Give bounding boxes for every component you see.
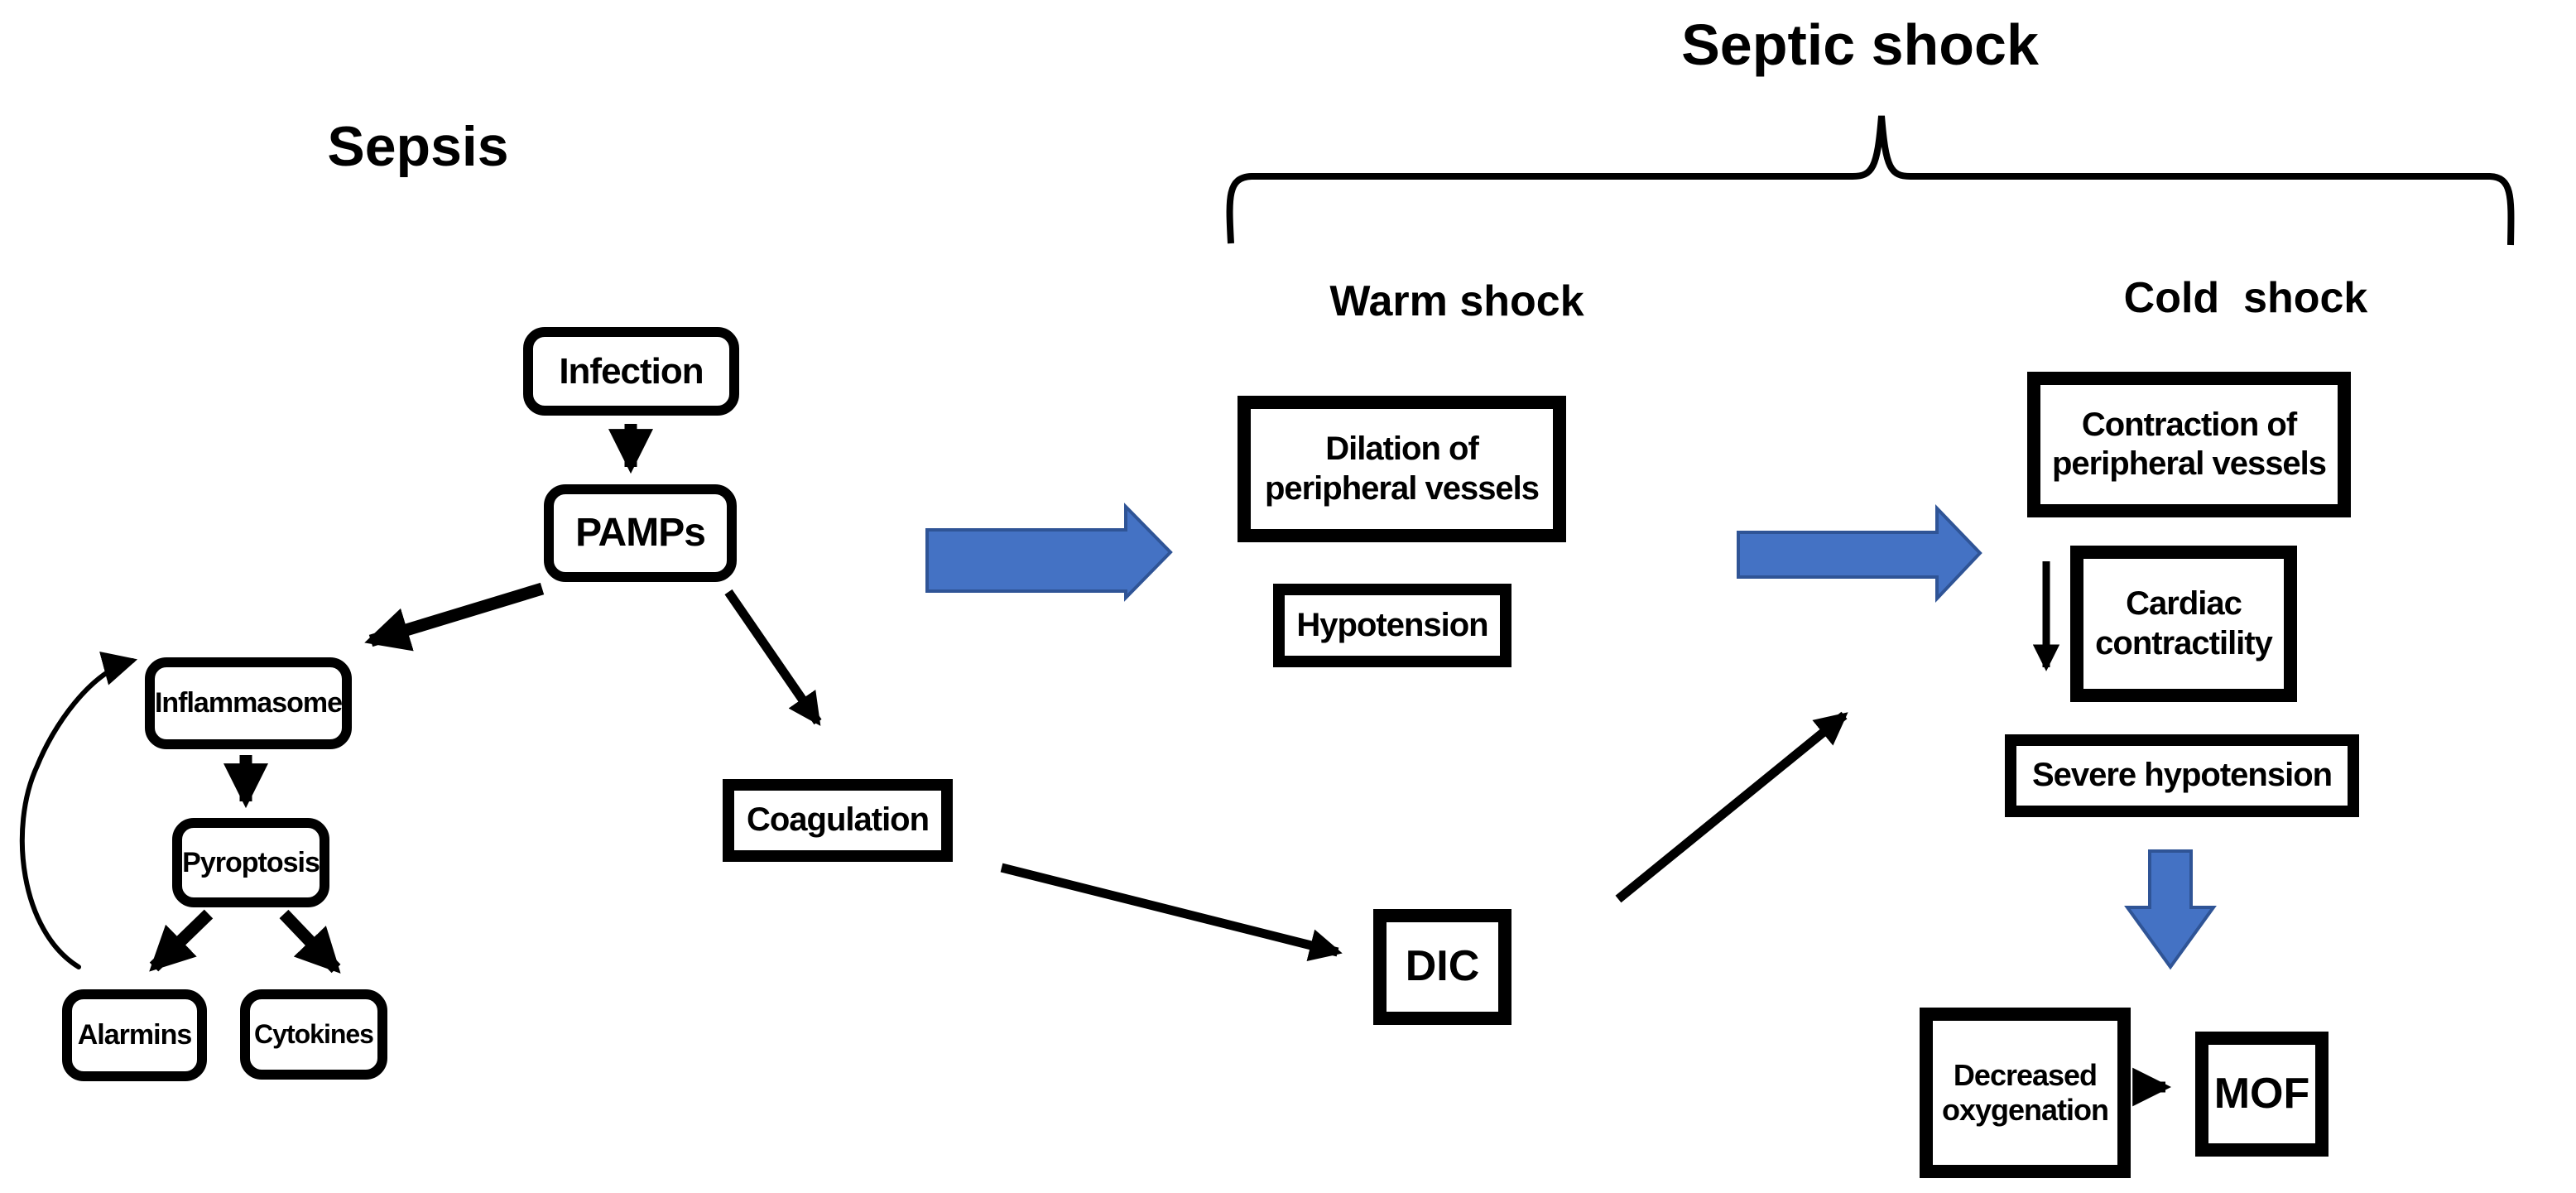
block-arrow-severe-hypotension-down	[2124, 849, 2217, 970]
arrow-pamps-to-inflammasome	[364, 582, 545, 652]
cardiac-contractility-node: Cardiac contractility	[2070, 546, 2297, 702]
sepsis-title: Sepsis	[327, 115, 509, 178]
cold-shock-label: Cold shock	[2123, 274, 2368, 322]
infection-node: Infection	[523, 327, 739, 416]
arrow-pyroptosis-to-alarmins	[149, 909, 214, 972]
contraction-peripheral-vessels-node: Contraction of peripheral vessels	[2027, 372, 2351, 517]
dic-node: DIC	[1373, 909, 1511, 1025]
coagulation-node: Coagulation	[723, 779, 953, 862]
arrow-coagulation-to-dic	[1000, 863, 1343, 962]
inflammasome-node: Inflammasome	[145, 657, 352, 749]
alarmins-node: Alarmins	[62, 989, 207, 1081]
pyroptosis-node: Pyroptosis	[172, 818, 329, 907]
arrow-dic-to-cold-shock	[1615, 711, 1848, 903]
cytokines-node: Cytokines	[240, 989, 387, 1080]
septic-shock-brace-icon	[1226, 115, 2515, 246]
severe-hypotension-node: Severe hypotension	[2005, 734, 2359, 817]
pamps-node: PAMPs	[544, 484, 737, 582]
arrow-alarmins-feedback-to-inflammasome	[19, 652, 138, 969]
warm-shock-label: Warm shock	[1329, 277, 1584, 325]
decreased-oxygenation-node: Decreased oxygenation	[1920, 1008, 2131, 1178]
block-arrow-sepsis-to-warm-shock	[925, 503, 1173, 602]
hypotension-node: Hypotension	[1273, 584, 1511, 667]
block-arrow-warm-to-cold-shock	[1737, 504, 1982, 604]
dilation-peripheral-vessels-node: Dilation of peripheral vessels	[1238, 396, 1566, 542]
arrow-pyroptosis-to-cytokines	[279, 909, 341, 974]
mof-node: MOF	[2195, 1032, 2328, 1157]
arrow-pamps-to-coagulation	[724, 589, 822, 726]
septic-shock-title: Septic shock	[1681, 12, 2039, 77]
